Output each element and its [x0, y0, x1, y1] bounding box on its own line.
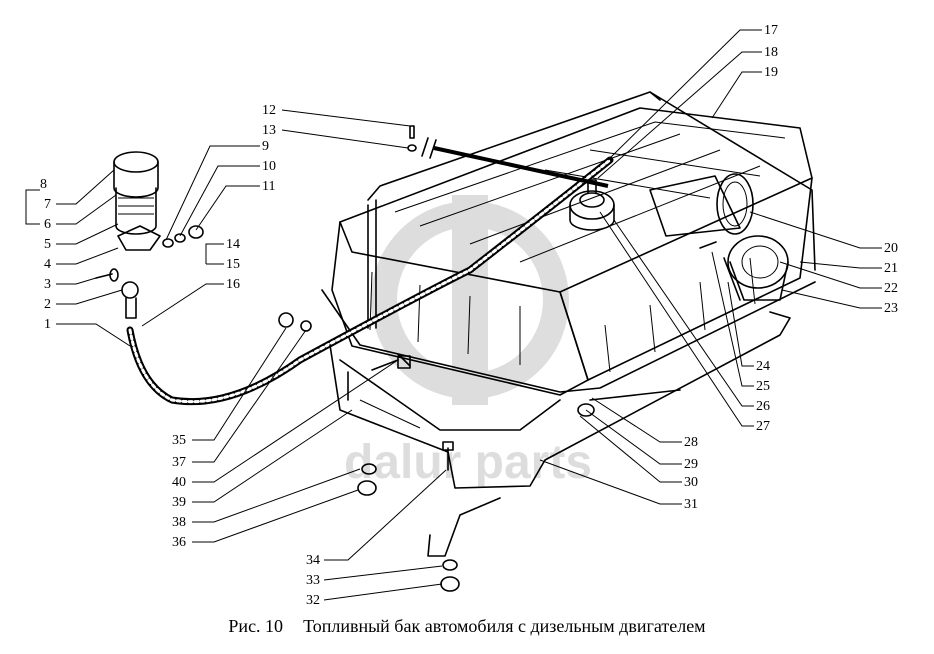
callout-15: 15: [206, 257, 240, 272]
svg-text:37: 37: [172, 455, 186, 470]
callout-38: 38: [172, 468, 361, 530]
tank-strap: [367, 91, 816, 329]
callout-36: 36: [172, 489, 359, 550]
callout-19: 19: [711, 65, 778, 119]
fuel-filter-assembly: [95, 125, 417, 319]
watermark-text: dalur parts: [344, 436, 592, 489]
svg-text:5: 5: [44, 237, 51, 252]
callout-7: 7: [44, 169, 115, 212]
svg-text:22: 22: [884, 281, 898, 296]
callout-20: 20: [749, 211, 898, 256]
svg-text:12: 12: [262, 103, 276, 118]
svg-text:4: 4: [44, 257, 51, 272]
svg-text:11: 11: [262, 179, 275, 194]
callout-34: 34: [306, 469, 447, 568]
svg-text:29: 29: [684, 457, 698, 472]
svg-text:35: 35: [172, 433, 186, 448]
watermark: dalur parts: [344, 195, 592, 489]
callout-3: 3: [44, 277, 97, 292]
svg-text:15: 15: [226, 257, 240, 272]
svg-text:33: 33: [306, 573, 320, 588]
callout-4: 4: [44, 247, 119, 272]
callout-37: 37: [172, 329, 307, 470]
svg-text:1: 1: [44, 317, 51, 332]
callout-33: 33: [306, 565, 443, 588]
tank-bracket: [329, 311, 791, 557]
callout-11: 11: [195, 179, 275, 231]
callout-8: 8: [40, 177, 47, 192]
svg-text:21: 21: [884, 261, 898, 276]
svg-text:32: 32: [306, 593, 320, 608]
callout-35: 35: [172, 327, 287, 448]
callout-40: 40: [172, 359, 399, 490]
callout-13: 13: [262, 123, 409, 149]
svg-text:6: 6: [44, 217, 51, 232]
callout-25: 25: [711, 251, 770, 394]
tank-hardware: [278, 241, 741, 592]
figure-title: Топливный бак автомобиля с дизельным дви…: [303, 616, 706, 636]
callout-21: 21: [799, 261, 898, 276]
callout-2: 2: [44, 289, 123, 312]
callout-6: 6: [44, 194, 117, 232]
callout-1: 1: [44, 317, 131, 347]
svg-text:39: 39: [172, 495, 186, 510]
figure-number: Рис. 10: [228, 616, 284, 636]
svg-text:19: 19: [764, 65, 778, 80]
svg-text:17: 17: [764, 23, 778, 38]
callout-17: 17: [607, 23, 778, 161]
svg-text:28: 28: [684, 435, 698, 450]
svg-text:9: 9: [262, 139, 269, 154]
callout-28: 28: [591, 397, 698, 450]
callout-30: 30: [579, 415, 698, 490]
callout-32: 32: [306, 583, 443, 608]
svg-text:38: 38: [172, 515, 186, 530]
svg-text:36: 36: [172, 535, 186, 550]
svg-text:23: 23: [884, 301, 898, 316]
figure-caption: Рис. 10 Топливный бак автомобиля с дизель…: [0, 616, 934, 637]
svg-text:26: 26: [756, 399, 770, 414]
callout-18: 18: [597, 45, 778, 179]
callouts: 8 7 6 5 4 3 2 1 9 10 11 12 13 14 15 16 1…: [40, 23, 898, 608]
filler-neck: [649, 173, 754, 237]
callout-5: 5: [44, 223, 119, 252]
fuel-gauge-sender: [569, 179, 615, 231]
callout-10: 10: [179, 159, 276, 237]
svg-text:31: 31: [684, 497, 698, 512]
callout-16: 16: [141, 277, 240, 327]
svg-text:24: 24: [756, 359, 770, 374]
callout-24: 24: [727, 281, 770, 374]
callout-39: 39: [172, 409, 353, 510]
svg-text:20: 20: [884, 241, 898, 256]
svg-text:14: 14: [226, 237, 240, 252]
callout-14: 14: [205, 237, 240, 264]
svg-text:10: 10: [262, 159, 276, 174]
svg-text:13: 13: [262, 123, 276, 138]
filler-cap: [727, 235, 789, 301]
svg-text:7: 7: [44, 197, 51, 212]
callout-29: 29: [585, 409, 698, 472]
callout-27: 27: [599, 211, 770, 434]
group-bracket: [25, 189, 40, 225]
svg-text:25: 25: [756, 379, 770, 394]
svg-text:18: 18: [764, 45, 778, 60]
callout-12: 12: [262, 103, 411, 127]
callout-23: 23: [781, 289, 898, 316]
svg-text:34: 34: [306, 553, 320, 568]
fuel-hose: [126, 156, 614, 406]
drain-rod: [421, 137, 609, 188]
svg-text:40: 40: [172, 475, 186, 490]
svg-text:3: 3: [44, 277, 51, 292]
svg-text:16: 16: [226, 277, 240, 292]
callout-31: 31: [539, 459, 698, 512]
fuel-tank: [321, 107, 816, 396]
callout-26: 26: [613, 219, 770, 414]
svg-text:27: 27: [756, 419, 770, 434]
svg-text:30: 30: [684, 475, 698, 490]
svg-text:2: 2: [44, 297, 51, 312]
callout-9: 9: [165, 139, 269, 241]
callout-22: 22: [779, 261, 898, 296]
svg-text:8: 8: [40, 177, 47, 192]
